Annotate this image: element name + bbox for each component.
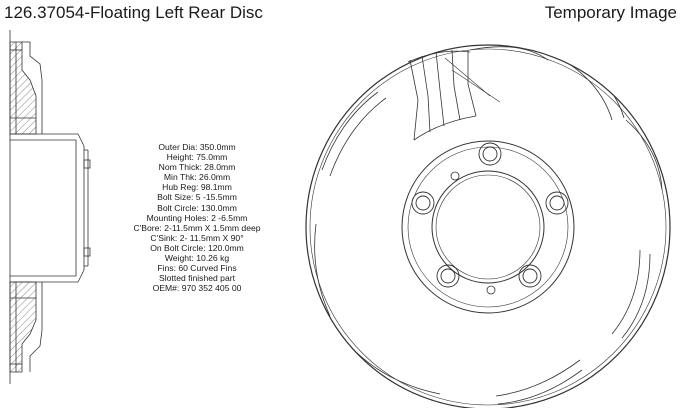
spec-list: Outer Dia: 350.0mm Height: 75.0mm Nom Th… [112,142,282,293]
spec-on-bolt-circle: On Bolt Circle: 120.0mm [150,242,244,253]
hat-outer [401,140,575,314]
spec-outer-dia: Outer Dia: 350.0mm [158,142,236,152]
lower-ring-section [9,281,37,373]
spec-cbore: C'Bore: 2-11.5mm X 1.5mm deep [133,222,261,233]
spec-bolt-size: Bolt Size: 5 -15.5mm [157,192,237,203]
side-section-view [9,30,91,384]
spec-height: Height: 75.0mm [166,152,228,163]
temporary-image-label: Temporary Image [544,3,677,22]
fin-cutaway [407,49,501,141]
bolt-holes [411,142,569,288]
spec-oem: OEM#: 970 352 405 00 [152,283,242,294]
spec-weight: Weight: 10.26 kg [164,253,230,264]
spec-min-thk: Min Thk: 26.0mm [163,172,231,183]
spec-fins: Fins: 60 Curved Fins [157,263,237,274]
upper-ring-section [9,41,37,135]
part-title: 126.37054-Floating Left Rear Disc [4,3,263,22]
spec-mounting-holes: Mounting Holes: 2 -6.5mm [146,212,248,223]
spec-csink: C'Sink: 2- 11.5mm X 90° [150,232,244,243]
spec-slotted: Slotted finished part [159,273,235,284]
spec-bolt-circle: Bolt Circle: 130.0mm [157,202,237,213]
hub-bore [431,170,545,284]
spec-nom-thick: Nom Thick: 28.0mm [158,162,236,173]
front-view [305,44,671,408]
outer-rim [305,44,671,408]
mounting-holes [450,171,496,295]
spec-hub-reg: Hub Reg: 98.1mm [162,182,232,193]
